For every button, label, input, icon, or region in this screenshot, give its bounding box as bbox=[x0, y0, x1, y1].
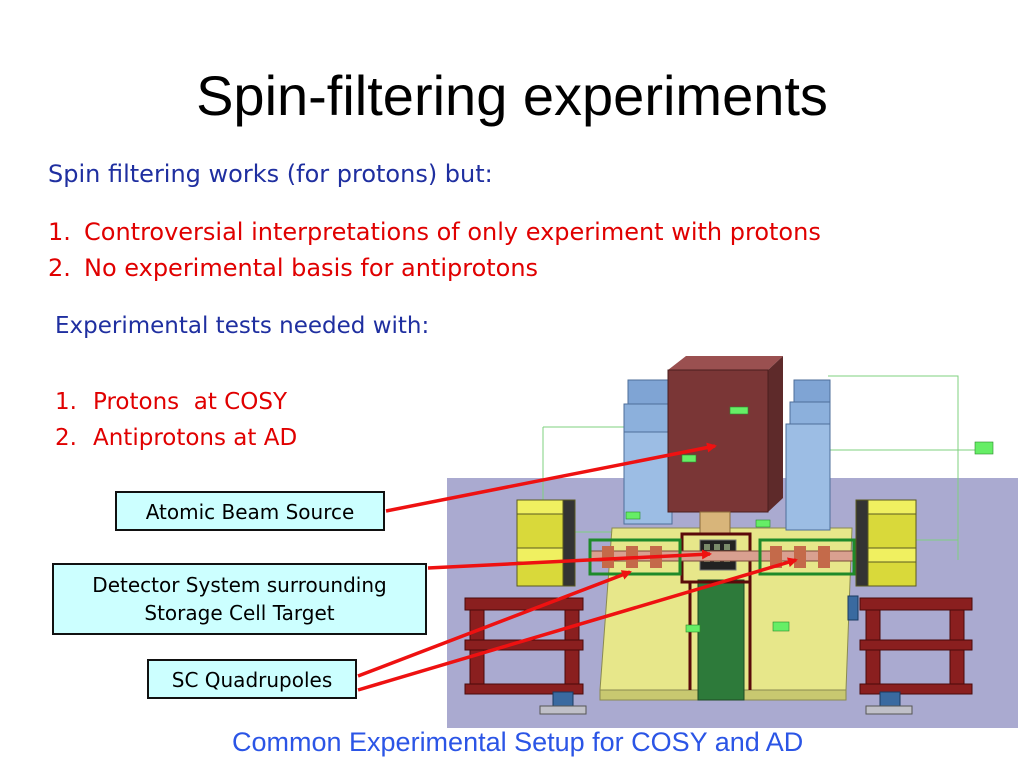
arrow-to-detector bbox=[427, 549, 712, 570]
quadrupole-coils bbox=[602, 546, 830, 568]
arrow-to-abs bbox=[385, 442, 717, 513]
right-quadrupole bbox=[758, 538, 856, 576]
tests-list: 1.Protons at COSY 2.Antiprotons at AD bbox=[55, 384, 297, 456]
abs-connector bbox=[699, 511, 731, 535]
figure-caption: Common Experimental Setup for COSY and A… bbox=[232, 727, 804, 757]
base-plates bbox=[539, 705, 913, 715]
right-module bbox=[855, 499, 917, 587]
right-magnet-stack bbox=[785, 379, 831, 531]
abs-block-top bbox=[668, 356, 783, 370]
problem-list: 1.Controversial interpretations of only … bbox=[48, 214, 821, 286]
drawing-tags bbox=[625, 406, 994, 633]
pointer-arrows bbox=[357, 442, 798, 692]
abs-block-side bbox=[768, 356, 783, 512]
list-item: 2.No experimental basis for antiprotons bbox=[48, 254, 539, 282]
callout-detector-system: Detector System surrounding Storage Cell… bbox=[52, 563, 427, 635]
list-item: 1.Protons at COSY bbox=[55, 389, 287, 415]
slide-title: Spin-filtering experiments bbox=[196, 64, 828, 127]
arrow-to-quad-right bbox=[357, 557, 798, 692]
intro-text: Spin filtering works (for protons) but: bbox=[48, 160, 493, 188]
abs-block-front bbox=[667, 369, 769, 513]
callout-atomic-beam-source: Atomic Beam Source bbox=[115, 491, 385, 531]
guide-lines bbox=[542, 375, 975, 560]
callout-line: Storage Cell Target bbox=[144, 601, 335, 625]
tests-intro-text: Experimental tests needed with: bbox=[55, 313, 430, 339]
left-module bbox=[516, 499, 576, 587]
right-stand bbox=[859, 597, 973, 695]
target-column bbox=[697, 579, 745, 701]
arrow-to-quad-left bbox=[357, 570, 632, 678]
list-item: 2.Antiprotons at AD bbox=[55, 425, 298, 451]
callout-line: Detector System surrounding bbox=[92, 573, 387, 597]
left-magnet-stack bbox=[623, 379, 673, 525]
list-item: 1.Controversial interpretations of only … bbox=[48, 218, 821, 246]
callout-sc-quadrupoles: SC Quadrupoles bbox=[147, 659, 357, 699]
